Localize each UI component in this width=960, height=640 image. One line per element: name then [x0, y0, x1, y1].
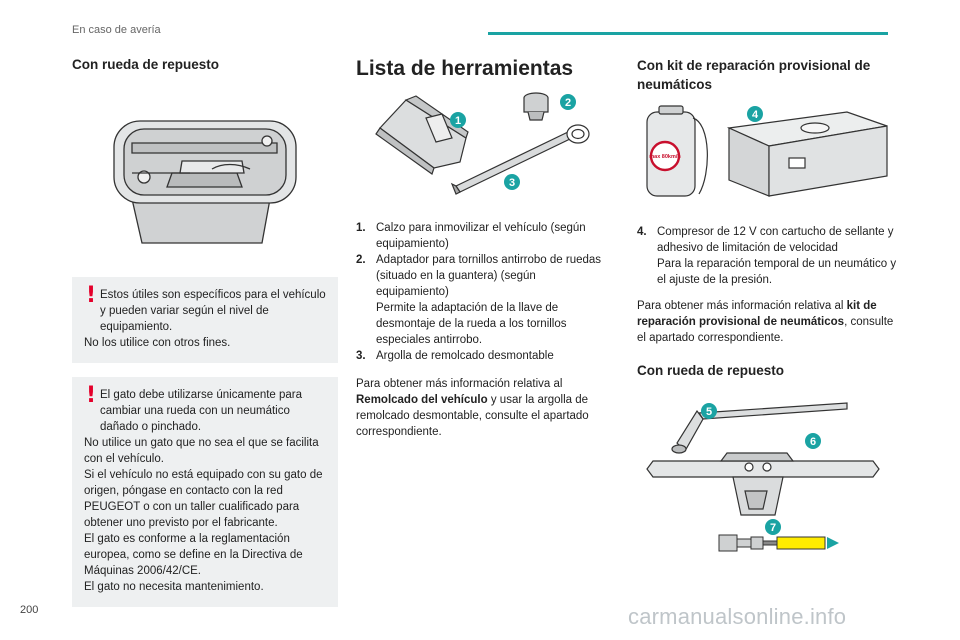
speed-limit-label: max 80km/h: [649, 154, 681, 160]
callout-4: 4: [747, 106, 763, 122]
note-line: El gato no necesita mantenimiento.: [84, 581, 264, 593]
callout-1: 1: [450, 112, 466, 128]
callout-5: 5: [701, 403, 717, 419]
page-number: 200: [20, 604, 39, 616]
jack-illustration: 5 6 7: [637, 391, 897, 561]
column-spare-wheel: Con rueda de repuesto ! Estos útiles son…: [72, 56, 338, 607]
spare-wheel-heading: Con rueda de repuesto: [72, 57, 220, 72]
warning-note-jack: ! El gato debe utilizarse únicamente par…: [72, 377, 338, 607]
tools-drawing: 1 2 3: [375, 92, 590, 195]
compressor-drawing: max 80km/h 4: [646, 105, 888, 197]
note-line: Estos útiles son específicos para el veh…: [100, 289, 326, 333]
warning-exclamation-icon: !: [86, 383, 97, 408]
note-line: El gato es conforme a la reglamentación …: [84, 533, 303, 577]
callout-2: 2: [560, 94, 576, 110]
repair-kit-list: 4. Compresor de 12 V con cartucho de sel…: [637, 224, 897, 288]
note-line: No utilice un gato que no sea el que se …: [84, 437, 319, 465]
spare-wheel-tray-illustration: [72, 81, 338, 251]
callout-6: 6: [805, 433, 821, 449]
note-line: No los utilice con otros fines.: [84, 337, 231, 349]
tool-list-illustration: 1 2 3: [356, 88, 610, 206]
section-header: En caso de avería: [72, 24, 161, 36]
tool-tray-drawing: [113, 120, 297, 244]
svg-text:3: 3: [509, 177, 515, 189]
repair-kit-illustration: max 80km/h 4: [637, 104, 897, 200]
note-line: Si el vehículo no está equipado con su g…: [84, 469, 323, 529]
callout-3: 3: [504, 174, 520, 190]
list-item: 1. Calzo para inmovilizar el vehículo (s…: [356, 222, 586, 250]
tool-list-heading: Lista de herramientas: [356, 57, 574, 80]
watermark: carmanualsonline.info: [628, 604, 847, 629]
repair-kit-reference-paragraph: Para obtener más información relativa al…: [637, 300, 894, 344]
repair-kit-heading: Con kit de reparación provisional de neu…: [637, 58, 871, 92]
svg-text:1: 1: [455, 115, 461, 127]
list-item: 3. Argolla de remolcado desmontable: [356, 350, 554, 362]
svg-text:4: 4: [752, 109, 759, 121]
jack-tools-drawing: 5 6 7: [646, 402, 880, 552]
svg-text:7: 7: [770, 522, 776, 534]
list-item: 2. Adaptador para tornillos antirrobo de…: [356, 254, 602, 346]
list-item: 4. Compresor de 12 V con cartucho de sel…: [637, 226, 897, 286]
svg-text:6: 6: [810, 436, 816, 448]
svg-text:5: 5: [706, 406, 712, 418]
tool-list: 1. Calzo para inmovilizar el vehículo (s…: [356, 220, 610, 364]
column-repair-kit: Con kit de reparación provisional de neu…: [637, 56, 897, 561]
callout-7: 7: [765, 519, 781, 535]
spare-wheel-heading-2: Con rueda de repuesto: [637, 363, 785, 378]
warning-note-tools-specific: ! Estos útiles son específicos para el v…: [72, 277, 338, 363]
header-accent-bar: [488, 32, 888, 35]
note-line: El gato debe utilizarse únicamente para …: [100, 389, 303, 433]
warning-exclamation-icon: !: [86, 283, 97, 308]
column-tool-list: Lista de herramientas: [356, 56, 610, 440]
towing-reference-paragraph: Para obtener más información relativa al…: [356, 378, 589, 438]
svg-text:2: 2: [565, 97, 571, 109]
